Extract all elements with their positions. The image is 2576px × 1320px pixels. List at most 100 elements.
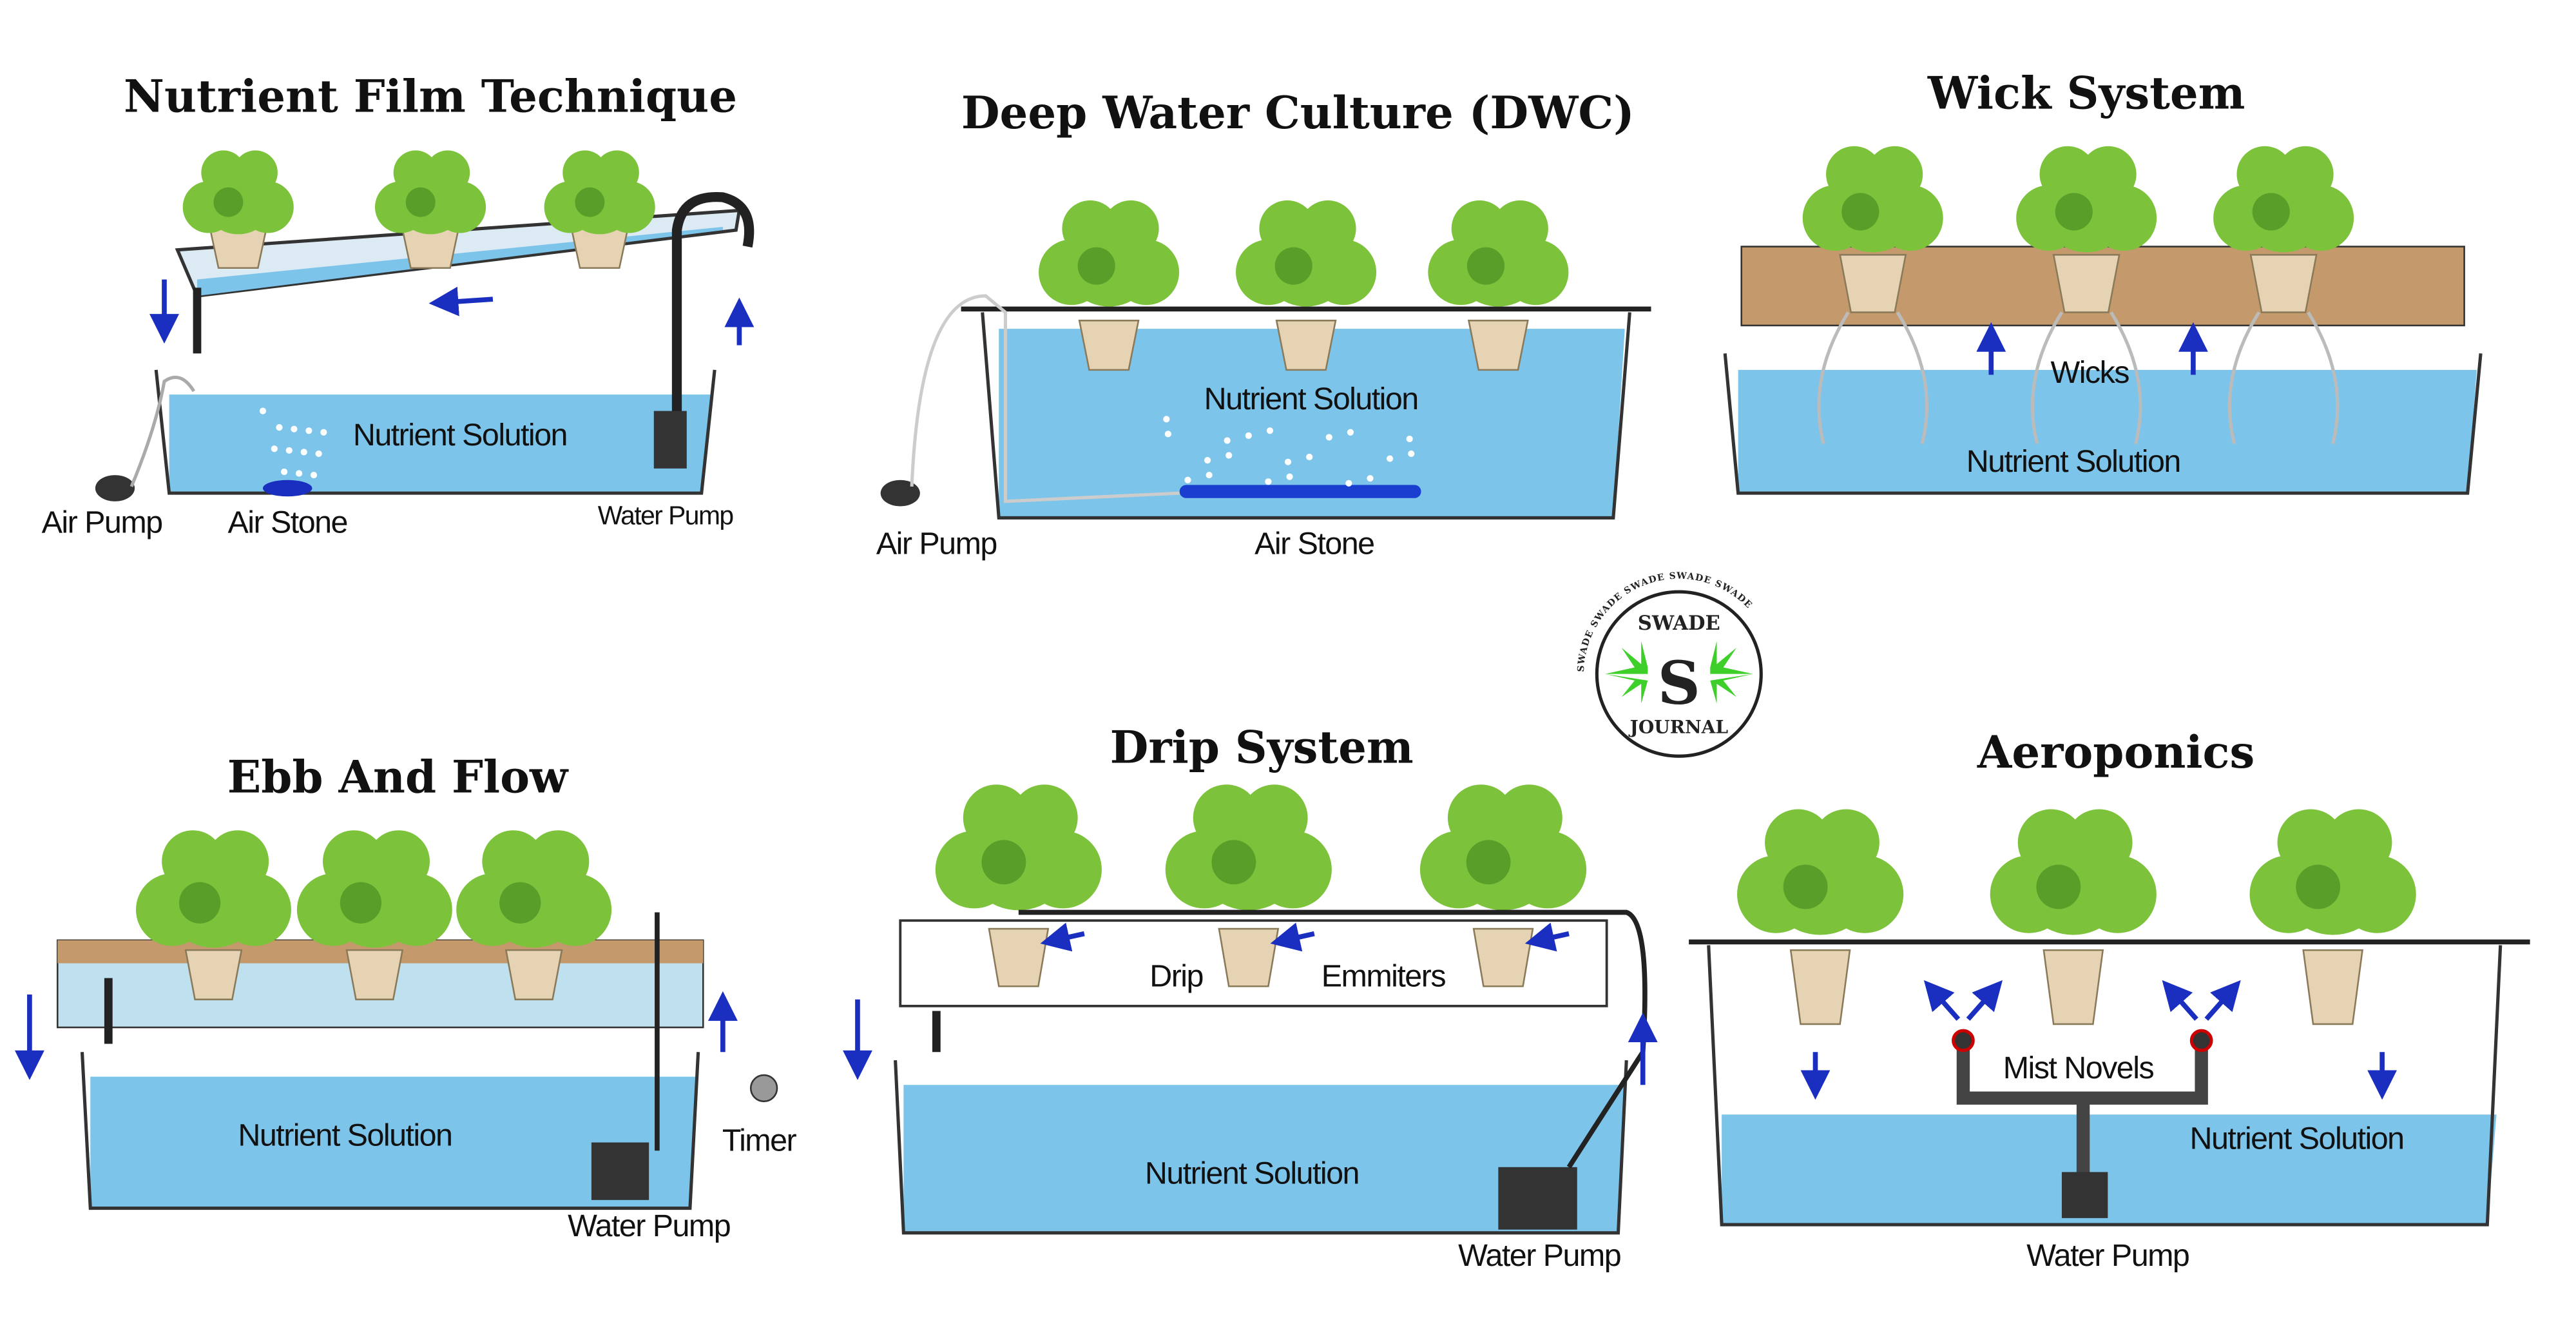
mist-pipe — [1956, 1043, 2208, 1176]
air-stone-icon — [1179, 485, 1421, 498]
lettuce-plant-icon — [1990, 809, 2157, 935]
air-bubble — [1226, 452, 1233, 459]
air-bubble — [271, 445, 278, 452]
net-pot — [184, 949, 243, 1000]
lettuce-plant-icon — [456, 830, 612, 948]
air-bubble — [300, 449, 307, 456]
air-bubble — [1284, 458, 1292, 465]
lettuce-plant-icon — [374, 150, 486, 235]
air-bubble — [1408, 450, 1415, 458]
dwc-air-stone-label: Air Stone — [1254, 526, 1374, 561]
air-bubble — [1184, 476, 1191, 483]
lettuce-plant-icon — [2016, 146, 2157, 253]
nft-water-pump-label: Water Pump — [598, 501, 733, 530]
net-pot — [1467, 320, 1529, 371]
flow-arrow-icon — [2162, 980, 2198, 1021]
air-bubble — [1347, 429, 1354, 436]
lettuce-plant-icon — [135, 830, 291, 948]
reservoir-tank — [1723, 353, 2483, 495]
net-pot — [2302, 949, 2363, 1025]
water-pump-icon — [1498, 1167, 1577, 1230]
flow-arrow-icon — [428, 286, 494, 316]
aero-title: Aeroponics — [1977, 726, 2254, 779]
aero-mist-label: Mist Novels — [2003, 1051, 2154, 1085]
air-bubble — [259, 407, 267, 414]
nutrient-water — [1722, 1114, 2497, 1225]
nft-air-stone-label: Air Stone — [227, 505, 347, 539]
flow-arrow-icon — [2204, 980, 2241, 1021]
water-pump-icon — [591, 1142, 649, 1200]
air-bubble — [1265, 478, 1272, 485]
air-bubble — [320, 429, 327, 436]
flow-arrow-icon — [1923, 980, 1961, 1021]
air-bubble — [1386, 455, 1394, 462]
lettuce-plant-icon — [1428, 200, 1569, 307]
aero-solution-label: Nutrient Solution — [2190, 1121, 2404, 1156]
lettuce-plant-icon — [2249, 809, 2416, 935]
ebb-water-pump-label: Water Pump — [568, 1208, 730, 1243]
wick-solution-label: Nutrient Solution — [1966, 444, 2180, 479]
flow-arrow-icon — [1040, 922, 1085, 952]
air-bubble — [305, 427, 312, 434]
mist-nozzle-icon — [1952, 1029, 1975, 1053]
net-pot — [505, 949, 563, 1000]
wick — [2227, 311, 2340, 445]
net-pot — [1078, 320, 1140, 371]
reservoir-tank — [981, 312, 1631, 519]
air-bubble — [1286, 473, 1293, 480]
ebb-solution-label: Nutrient Solution — [238, 1118, 452, 1153]
nutrient-water — [169, 394, 711, 494]
logo-top-text: SWADE — [1638, 612, 1720, 635]
diagram-shapes — [14, 146, 2530, 1235]
nft-air-pump-label: Air Pump — [42, 505, 162, 539]
net-pot — [345, 949, 404, 1000]
nutrient-water — [903, 1085, 1624, 1233]
nutrient-water — [999, 329, 1625, 518]
aero-water-pump-label: Water Pump — [2026, 1238, 2189, 1273]
net-pot — [2043, 949, 2104, 1025]
drip-title: Drip System — [1110, 721, 1414, 773]
reservoir-tank — [1707, 945, 2503, 1227]
dwc-title: Deep Water Culture (DWC) — [961, 87, 1635, 139]
mist-nozzle-icon — [2189, 1029, 2213, 1053]
net-pot — [1472, 927, 1534, 987]
air-bubble — [315, 450, 322, 458]
air-bubble — [1325, 434, 1332, 441]
drip-emitters-label: Emmiters — [1322, 958, 1446, 993]
return-pipe — [671, 191, 755, 444]
air-bubble — [285, 447, 293, 454]
air-tube — [910, 294, 1180, 503]
net-pot — [2249, 254, 2318, 313]
nft-solution-label: Nutrient Solution — [353, 418, 567, 452]
wick-wicks-label: Wicks — [2051, 355, 2129, 390]
lettuce-plant-icon — [296, 830, 452, 948]
ebb-title: Ebb And Flow — [227, 751, 569, 803]
lettuce-plant-icon — [544, 150, 655, 235]
nutrient-water — [90, 1076, 696, 1208]
wick — [1817, 311, 1929, 445]
air-bubble — [1204, 457, 1211, 464]
air-bubble — [1367, 475, 1374, 482]
lettuce-plant-icon — [182, 150, 294, 235]
air-bubble — [276, 424, 283, 431]
reservoir-tank — [80, 1052, 700, 1210]
drip-drip-label: Drip — [1149, 958, 1203, 993]
net-pot — [1789, 949, 1851, 1025]
air-bubble — [310, 471, 318, 479]
nft-title: Nutrient Film Technique — [124, 70, 737, 122]
flow-arrow-icon — [1524, 922, 1570, 952]
air-pump-icon — [880, 480, 920, 507]
air-bubble — [1266, 427, 1274, 434]
lettuce-plant-icon — [1165, 784, 1332, 911]
lettuce-plant-icon — [1419, 784, 1587, 911]
air-bubble — [1245, 432, 1252, 439]
air-bubble — [1164, 431, 1171, 438]
water-pump-icon — [653, 411, 687, 469]
air-bubble — [1163, 416, 1170, 423]
drip-solution-label: Nutrient Solution — [1145, 1156, 1359, 1190]
lettuce-plant-icon — [2213, 146, 2354, 253]
air-bubble — [1406, 435, 1413, 443]
wick — [2030, 311, 2142, 445]
net-pot — [1839, 254, 1907, 313]
